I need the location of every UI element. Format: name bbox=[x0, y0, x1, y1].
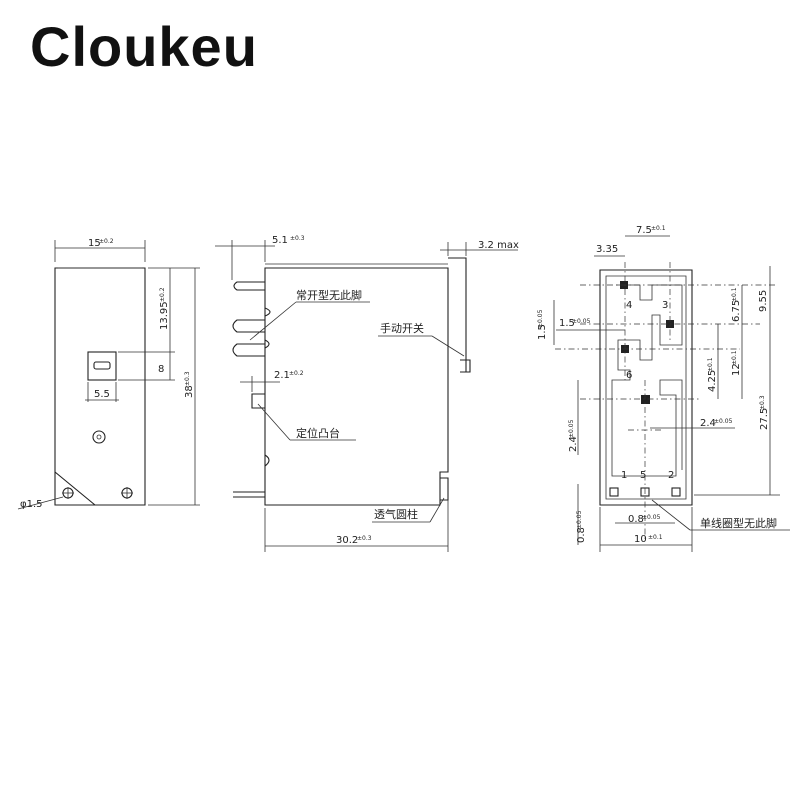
bottom-pin-size2: 1.5 bbox=[559, 318, 575, 329]
bottom-d24b-tol: ±0.05 bbox=[714, 418, 733, 425]
bottom-d24a-tol: ±0.05 bbox=[568, 419, 575, 438]
front-window-width: 5.5 bbox=[94, 389, 110, 400]
front-upper-label: 13.95 bbox=[159, 301, 170, 330]
front-view: 15 ±0.2 13.95 ±0.2 8 38 ±0.3 5.5 φ1.5 bbox=[17, 238, 200, 510]
bottom-pin-center bbox=[641, 395, 650, 404]
bottom-d08b-tol: ±0.05 bbox=[642, 514, 661, 521]
bottom-pitch-top-tol: ±0.1 bbox=[651, 225, 666, 232]
bottom-d08a: 0.8 bbox=[576, 527, 587, 543]
bottom-d24b: 2.4 bbox=[700, 418, 716, 429]
manual-lever bbox=[448, 257, 467, 372]
side-pin-3 bbox=[232, 343, 265, 357]
pin-number-5: 5 bbox=[640, 470, 646, 481]
side-pin-tol: ±0.2 bbox=[289, 370, 304, 377]
front-height-label: 38 bbox=[184, 385, 195, 398]
side-top-dim: 5.1 bbox=[272, 235, 288, 246]
bottom-pin-2 bbox=[671, 487, 681, 497]
bottom-pin-size: 1.5 bbox=[537, 324, 548, 340]
front-window bbox=[87, 351, 117, 381]
bottom-d425-tol: ±0.1 bbox=[707, 357, 714, 372]
bottom-d24a: 2.4 bbox=[568, 436, 579, 452]
side-top-tol: ±0.3 bbox=[290, 235, 305, 242]
bottom-pin-size-tol: ±0.05 bbox=[537, 309, 544, 328]
pin-number-2: 2 bbox=[668, 470, 674, 481]
side-length-tol: ±0.3 bbox=[357, 535, 372, 542]
side-length-label: 30.2 bbox=[336, 535, 358, 546]
side-pin-dim: 2.1 bbox=[274, 370, 290, 381]
side-pin-2 bbox=[232, 319, 265, 333]
bottom-d955: 9.55 bbox=[758, 290, 769, 312]
front-window-height: 8 bbox=[158, 364, 164, 375]
pin-number-4: 4 bbox=[626, 300, 632, 311]
pin-number-1: 1 bbox=[621, 470, 627, 481]
side-lever-max: 3.2 max bbox=[478, 240, 519, 251]
pin-number-3: 3 bbox=[662, 300, 668, 311]
front-round-hole bbox=[92, 430, 106, 444]
bottom-d12-tol: ±0.1 bbox=[731, 350, 738, 365]
bottom-d08b: 0.8 bbox=[628, 514, 644, 525]
front-upper-tol: ±0.2 bbox=[159, 287, 166, 302]
pin-number-6: 6 bbox=[626, 370, 632, 381]
front-hole-diameter: φ1.5 bbox=[20, 499, 43, 510]
front-width-tol: ±0.2 bbox=[99, 238, 114, 245]
bottom-d10-tol: ±0.1 bbox=[648, 534, 663, 541]
bottom-d425: 4.25 bbox=[707, 370, 718, 392]
side-pin-1 bbox=[233, 281, 265, 291]
bottom-pin-size2-tol: ±0.05 bbox=[572, 318, 591, 325]
label-vent-column: 透气圆柱 bbox=[374, 507, 418, 521]
bottom-d275-tol: ±0.3 bbox=[759, 395, 766, 410]
bottom-pitch-top: 7.5 bbox=[636, 225, 652, 236]
label-no-contact-pin: 常开型无此脚 bbox=[296, 288, 362, 302]
brand-logo-text: Cloukeu bbox=[30, 15, 258, 78]
front-body-outline bbox=[54, 267, 146, 506]
label-manual-switch: 手动开关 bbox=[380, 321, 424, 335]
bottom-d08a-tol: ±0.05 bbox=[576, 510, 583, 529]
front-width-label: 15 bbox=[88, 238, 101, 249]
label-locating-boss: 定位凸台 bbox=[296, 426, 340, 440]
bottom-d675-tol: ±0.1 bbox=[731, 287, 738, 302]
bottom-body-outline bbox=[599, 269, 693, 506]
bottom-view: 4 3 6 1 5 2 7.5 ±0.1 3.35 1.5 ±0.05 1.5 … bbox=[537, 225, 790, 552]
bottom-d675: 6.75 bbox=[731, 300, 742, 322]
bottom-d275: 27.5 bbox=[759, 408, 770, 430]
side-locating-boss bbox=[251, 393, 265, 409]
front-height-tol: ±0.3 bbox=[184, 371, 191, 386]
bottom-d10: 10 bbox=[634, 534, 647, 545]
bottom-pin-1 bbox=[609, 487, 619, 497]
bottom-offset: 3.35 bbox=[596, 244, 618, 255]
side-view: 5.1 ±0.3 3.2 max 常开型无此脚 手动开关 2.1 ±0.2 定位… bbox=[215, 235, 519, 552]
label-single-coil: 单线圈型无此脚 bbox=[700, 516, 777, 530]
bottom-d12: 12 bbox=[731, 363, 742, 376]
side-body-outline bbox=[264, 267, 449, 506]
